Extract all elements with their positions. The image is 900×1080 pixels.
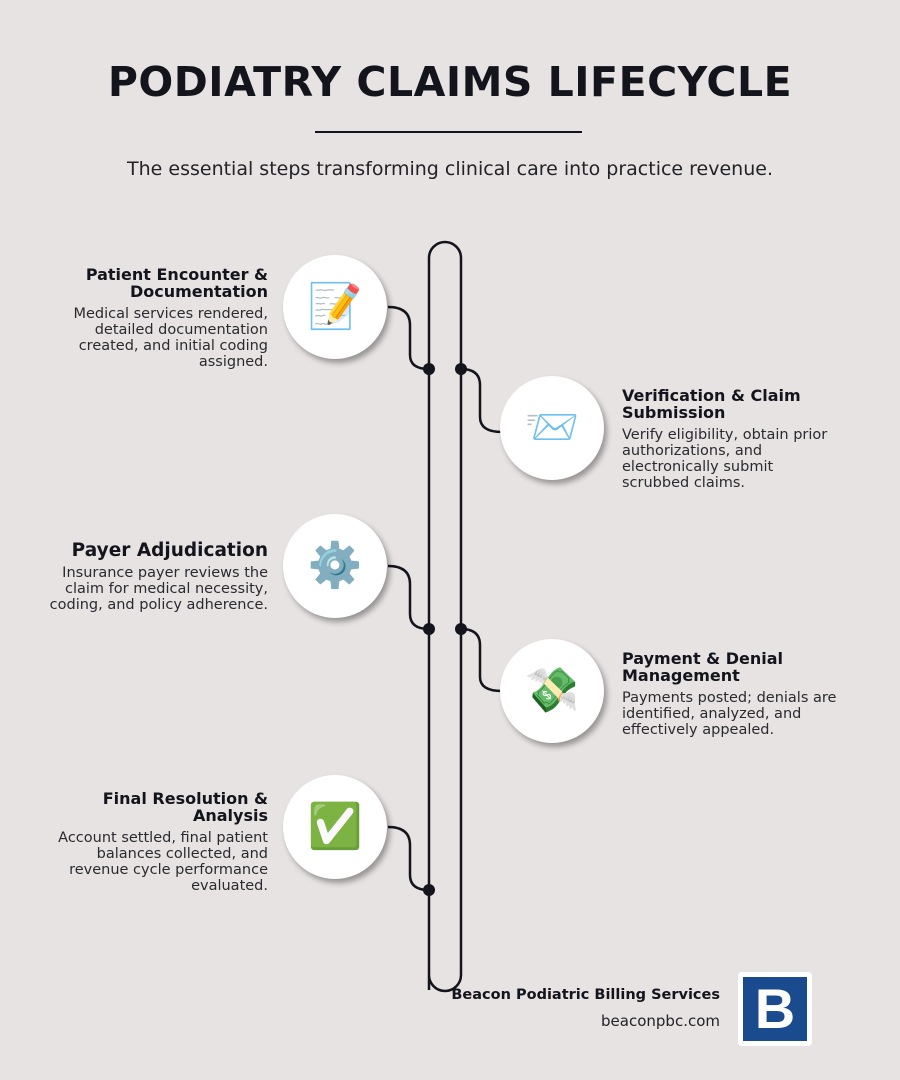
money-with-wings-icon: 💸 <box>524 665 580 716</box>
step-payment-denial: Payment & Denial Management Payments pos… <box>622 650 837 738</box>
step-icon-badge: ⚙️ <box>283 514 387 618</box>
check-mark-icon: ✅ <box>307 801 363 852</box>
step-description: Insurance payer reviews the claim for me… <box>49 565 268 613</box>
company-url[interactable]: beaconpbc.com <box>601 1012 720 1030</box>
step-final-resolution: Final Resolution & Analysis Account sett… <box>43 790 268 894</box>
step-icon-badge: 📨 <box>500 376 604 480</box>
company-name: Beacon Podiatric Billing Services <box>451 987 720 1003</box>
step-description: Verify eligibility, obtain prior authori… <box>622 427 828 491</box>
step-verification-submission: Verification & Claim Submission Verify e… <box>622 387 837 491</box>
title-divider <box>315 131 582 133</box>
logo-letter: B <box>743 977 807 1041</box>
step-payer-adjudication: Payer Adjudication Insurance payer revie… <box>43 540 268 613</box>
page-title: PODIATRY CLAIMS LIFECYCLE <box>107 58 793 106</box>
step-title: Payment & Denial Management <box>622 649 783 685</box>
page-subtitle: The essential steps transforming clinica… <box>127 158 773 180</box>
memo-pencil-icon: 📝 <box>307 281 363 332</box>
step-icon-badge: ✅ <box>283 775 387 879</box>
company-logo: B <box>738 972 812 1046</box>
step-icon-badge: 📝 <box>283 255 387 359</box>
step-icon-badge: 💸 <box>500 639 604 743</box>
step-description: Payments posted; denials are identified,… <box>622 690 837 738</box>
step-title: Verification & Claim Submission <box>622 386 801 422</box>
step-title: Final Resolution & Analysis <box>102 789 268 825</box>
step-description: Medical services rendered, detailed docu… <box>73 306 268 370</box>
step-description: Account settled, final patient balances … <box>58 830 268 894</box>
step-title: Payer Adjudication <box>71 540 268 561</box>
step-title: Patient Encounter & Documentation <box>85 265 268 301</box>
envelope-inbox-icon: 📨 <box>524 402 580 453</box>
step-patient-encounter: Patient Encounter & Documentation Medica… <box>43 266 268 370</box>
gear-icon: ⚙️ <box>307 540 363 591</box>
